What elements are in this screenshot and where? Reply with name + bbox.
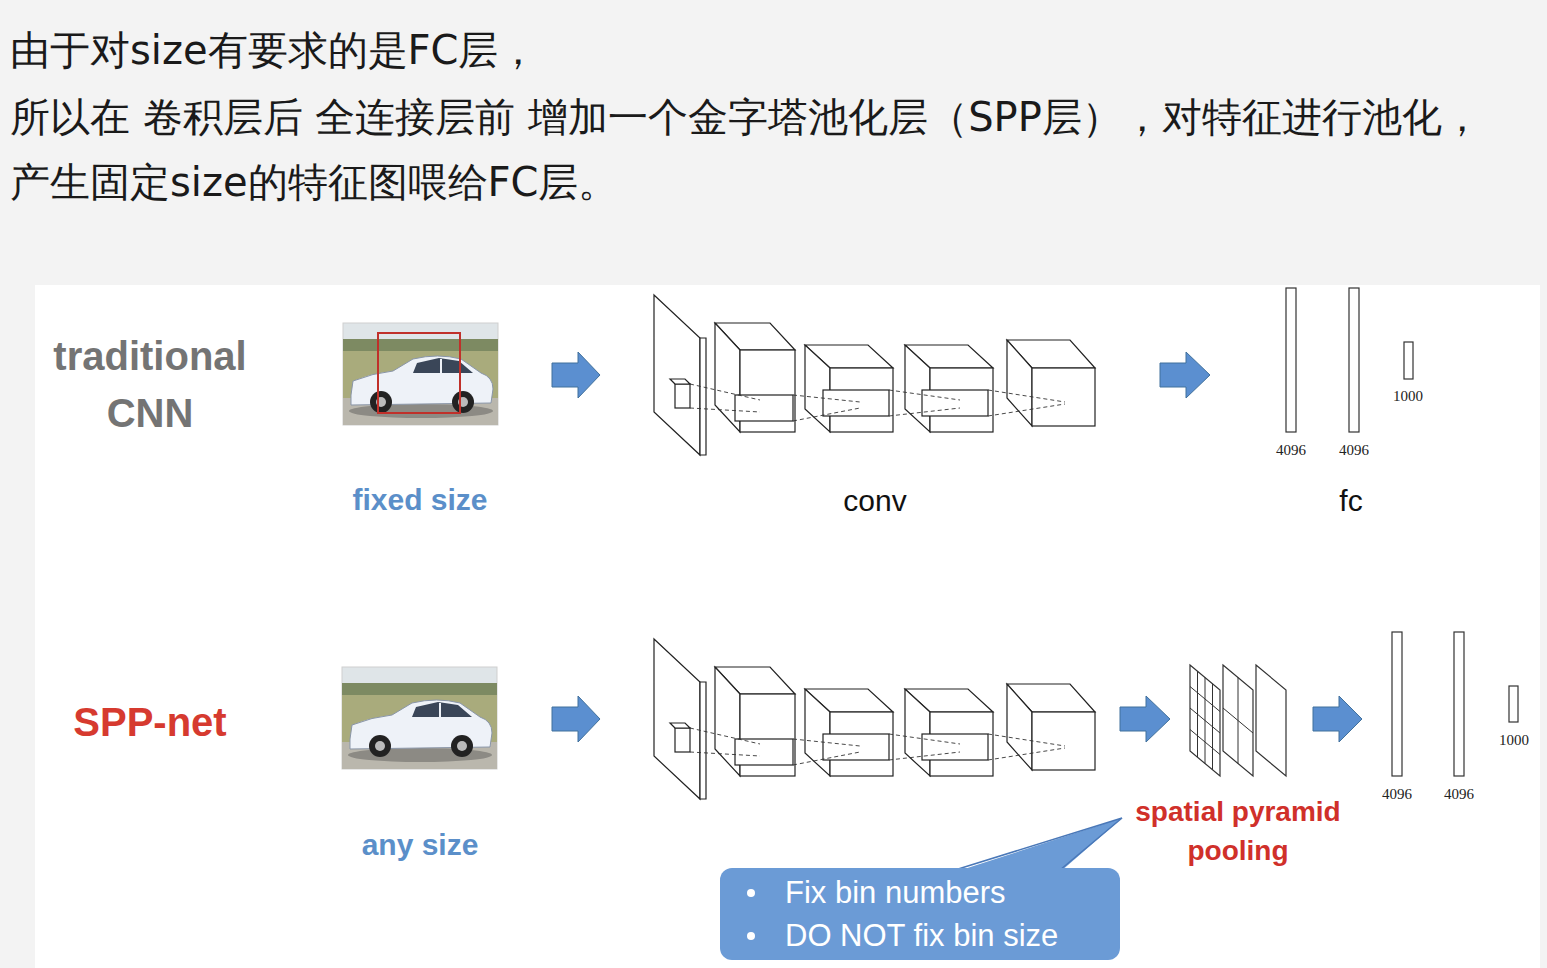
input-size-label: any size: [320, 827, 520, 863]
dimension-label: 4096: [1266, 441, 1316, 459]
label-holder: conv: [815, 483, 935, 519]
label-holder: 产生固定size的特征图喂给FC层。: [10, 157, 619, 207]
dimension-label: 1000: [1489, 731, 1539, 749]
label-holder: spatial pyramid pooling: [1113, 792, 1363, 870]
label-holder: 4096: [1434, 785, 1484, 803]
row-title: traditional CNN: [30, 328, 270, 442]
label-holder: 1000: [1489, 731, 1539, 749]
bullet-dot: [747, 889, 755, 897]
label-holder: traditional CNN: [30, 328, 270, 442]
label-holder: 4096: [1266, 441, 1316, 459]
dimension-label: 1000: [1383, 387, 1433, 405]
dimension-label: 4096: [1329, 441, 1379, 459]
label-holder: 所以在 卷积层后 全连接层前 增加一个金字塔池化层（SPP层），对特征进行池化，: [10, 92, 1482, 142]
label-holder: SPP-net: [30, 694, 270, 751]
bullet-dot: [747, 932, 755, 940]
label-holder: 1000: [1383, 387, 1433, 405]
stage-label: conv: [815, 483, 935, 519]
stage-label: fc: [1311, 483, 1391, 519]
bullet-text: Fix bin numbers: [785, 871, 1006, 914]
label-holder: any size: [320, 827, 520, 863]
note-line: 产生固定size的特征图喂给FC层。: [10, 157, 619, 207]
note-line: 所以在 卷积层后 全连接层前 增加一个金字塔池化层（SPP层），对特征进行池化，: [10, 92, 1482, 142]
label-holder: 4096: [1372, 785, 1422, 803]
label-holder: 由于对size有要求的是FC层，: [10, 25, 539, 75]
label-holder: 4096: [1329, 441, 1379, 459]
dimension-label: 4096: [1434, 785, 1484, 803]
input-size-label: fixed size: [320, 482, 520, 518]
bullet-text: DO NOT fix bin size: [785, 914, 1058, 957]
label-holder: fc: [1311, 483, 1391, 519]
label-holder: fixed size: [320, 482, 520, 518]
note-line: 由于对size有要求的是FC层，: [10, 25, 539, 75]
dimension-label: 4096: [1372, 785, 1422, 803]
callout-box: Fix bin numbersDO NOT fix bin size: [720, 868, 1120, 960]
layer-label: spatial pyramid pooling: [1113, 792, 1363, 870]
row-title: SPP-net: [30, 694, 270, 751]
